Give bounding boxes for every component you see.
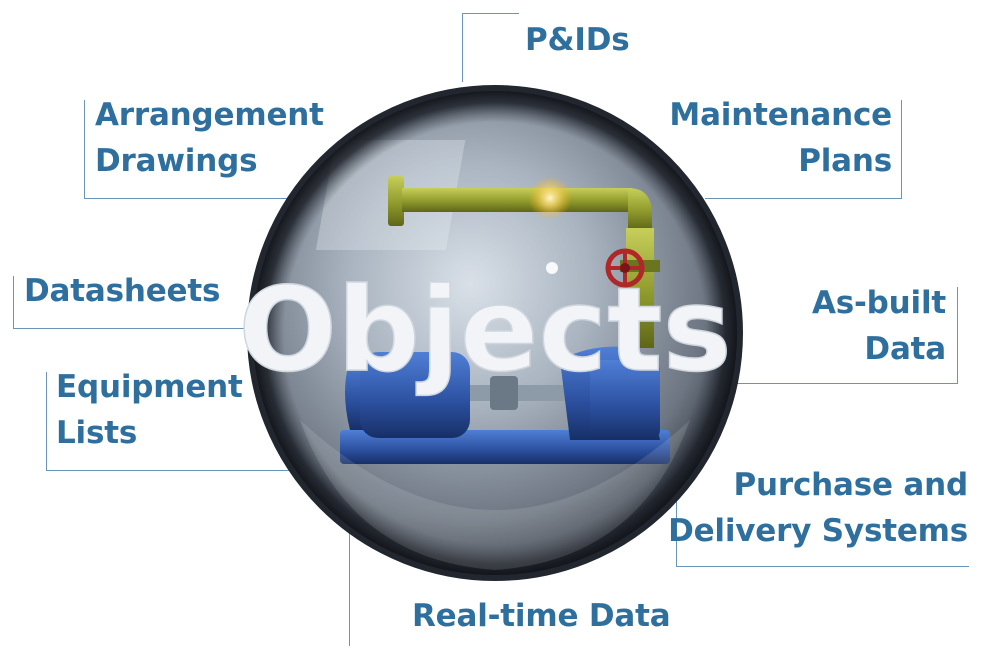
label-maintenance-line2: Plans [798,143,892,179]
objects-word: Objects [238,263,731,398]
label-realtime-data[interactable]: Real-time Data [412,593,671,639]
label-maintenance-plans[interactable]: Maintenance Plans [669,92,892,184]
connector-as-built [735,287,958,384]
label-datasheets-line1: Datasheets [24,273,221,309]
label-purchase-delivery[interactable]: Purchase and Delivery Systems [668,462,968,554]
label-equipment-line2: Lists [56,415,138,451]
label-purchase-line1: Purchase and [733,467,969,503]
connector-pids [462,13,519,82]
label-purchase-line2: Delivery Systems [668,513,968,549]
connector-maintenance [705,100,902,199]
label-maintenance-line1: Maintenance [669,97,892,133]
connector-arrangement [84,100,287,199]
label-arrangement-line2: Drawings [95,143,258,179]
label-arrangement-line1: Arrangement [95,97,324,133]
connector-purchase [676,490,969,567]
label-datasheets[interactable]: Datasheets [24,268,220,314]
label-as-built-data[interactable]: As-built Data [812,280,946,372]
label-pids-line1: P&IDs [525,22,630,58]
connector-datasheets [13,276,254,329]
label-arrangement-drawings[interactable]: Arrangement Drawings [95,92,324,184]
label-as-built-line1: As-built [811,285,946,321]
label-realtime-line1: Real-time Data [412,598,671,634]
connector-realtime [349,528,350,646]
label-equipment-lists[interactable]: Equipment Lists [56,364,243,456]
label-equipment-line1: Equipment [56,369,243,405]
label-as-built-line2: Data [864,331,946,367]
label-pids[interactable]: P&IDs [525,17,630,63]
connector-equipment [46,372,303,471]
